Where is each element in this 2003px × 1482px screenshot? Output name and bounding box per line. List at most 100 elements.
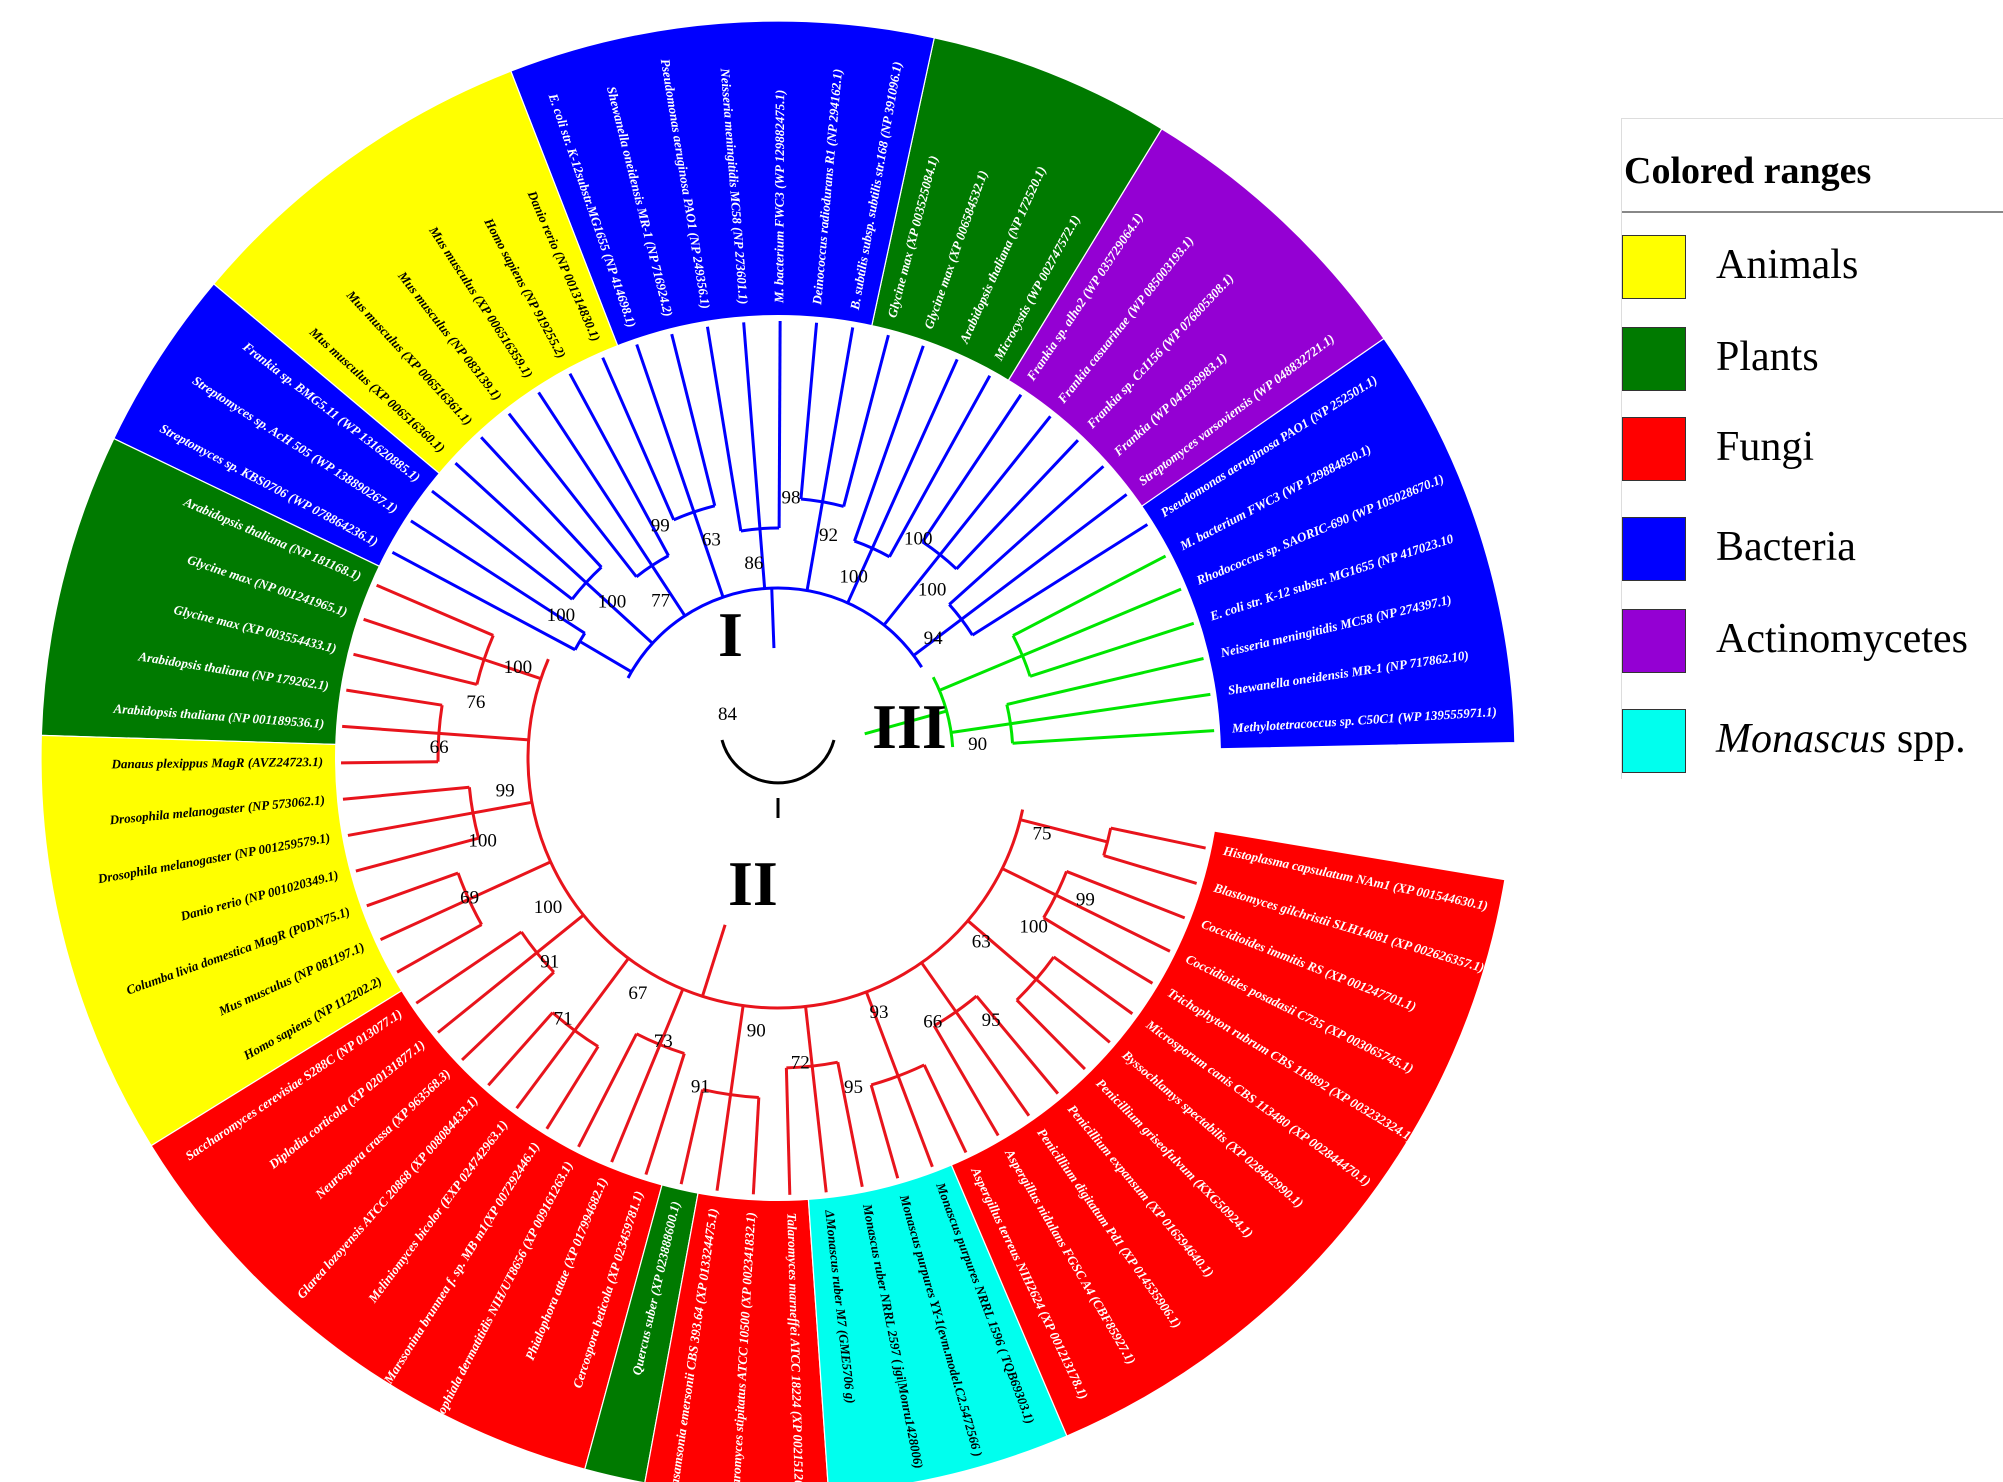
leaf-branch [679,1089,705,1185]
legend-item-animals: Animals [1622,235,2003,299]
internal-branch [438,731,529,742]
leaf-label: M. bacterium FWC3 (WP 129882475.1) [771,90,787,304]
leaf-branch [1103,854,1198,885]
leaf-branch [410,519,586,635]
legend-swatch-fungi [1622,417,1686,481]
leaf-branch [1110,826,1206,850]
subclade-arc [570,566,603,601]
legend-item-actinomycetes: Actinomycetes [1622,609,2003,673]
bootstrap-value: 75 [1033,823,1052,844]
subclade-arc [870,1063,925,1087]
leaf-branch [1055,893,1171,953]
leaf-branch [1065,870,1186,920]
leaf-branch [487,1011,554,1087]
bootstrap-value: 86 [744,553,763,574]
leaf-branch [1035,978,1111,1044]
legend-swatch-bacteria [1622,517,1686,581]
internal-branch [585,581,654,645]
clade-label-i: I [718,599,743,670]
bootstrap-value: 73 [654,1031,673,1052]
internal-branch [468,860,552,901]
leaf-branch [715,1094,733,1191]
bootstrap-value: 84 [718,704,738,725]
internal-branch [846,547,874,604]
bootstrap-value: 69 [460,887,479,908]
leaf-branch [610,1044,662,1163]
leaf-branch [391,551,576,652]
leaf-branch [437,951,538,1034]
leaf-label: Talaromyces marneffei ATCC 18224 (XP 002… [784,1213,807,1482]
internal-branch [650,564,687,617]
internal-branch [535,913,585,954]
leaf-branch [577,1033,638,1148]
bootstrap-value: 95 [844,1077,863,1098]
subclade-arc [786,1060,839,1070]
leaf-branch [799,322,819,500]
tree-background-disc [335,315,1221,1201]
tree-branches [341,320,1215,1195]
leaf-branch [810,1065,828,1193]
internal-branch [950,722,1011,734]
bootstrap-value: 92 [819,525,838,546]
subclade-arc [551,1011,599,1048]
leaf-branch [742,322,762,529]
bootstrap-value: 100 [918,580,947,601]
leaf-branch [751,1097,761,1195]
legend-item-bacteria: Bacteria [1622,517,2003,581]
bootstrap-value: 91 [691,1076,710,1097]
internal-branch [692,511,725,598]
internal-branch [805,501,824,591]
clade-stem [701,924,727,997]
leaf-branch [454,462,588,584]
leaf-branch [507,412,638,578]
leaf-branch [975,995,1060,1095]
leaf-branch [396,923,483,974]
leaf-branch [346,688,443,707]
internal-branch [573,957,630,1032]
bootstrap-value: 100 [547,605,576,626]
root-arc [720,739,836,785]
leaf-branch [777,320,782,529]
legend-label-animals: Animals [1716,242,1859,288]
leaf-branch [415,930,523,1005]
leaf-branch [948,465,1105,606]
bootstrap-value: 67 [628,983,647,1004]
leaf-branch [1042,916,1154,985]
legend-swatch-monascus [1622,709,1686,773]
internal-branch [729,1005,745,1095]
bootstrap-value: 100 [598,591,627,612]
subclade-arc [853,539,891,559]
leaf-branch [355,836,479,873]
leaf-branch [842,334,890,507]
legend-swatch-actinomycetes [1622,609,1686,673]
leaf-branch [545,1045,600,1130]
clade-label-ii: II [728,848,778,919]
legend-item-plants: Plants [1622,327,2003,391]
internal-branch [658,988,685,1046]
bootstrap-value: 99 [496,781,515,802]
legend-swatch-plants [1622,327,1686,391]
leaf-branch [670,333,717,507]
bootstrap-value: 94 [924,628,944,649]
legend: Colored ranges Animals Plants Fungi Bact… [1621,118,2003,779]
leaf-branch [960,493,1128,621]
leaf-branch [353,652,478,686]
internal-branch [912,618,963,657]
leaf-branch [363,617,485,662]
leaf-branch [932,1025,1000,1137]
leaf-branch [644,1053,686,1176]
internal-branch [864,991,900,1077]
subclade-arc [740,526,780,533]
legend-divider [1622,211,2003,213]
leaf-branch [342,785,470,801]
bootstrap-value: 91 [540,952,559,973]
subclade-arc [635,1032,685,1055]
leaf-branch [870,358,959,549]
leaf-branch [888,375,992,558]
subclade-arc [573,632,587,651]
leaf-branch [921,393,1023,543]
leaf-branch [1006,657,1204,706]
internal-branch [758,528,767,589]
leaf-branch [1021,587,1182,657]
